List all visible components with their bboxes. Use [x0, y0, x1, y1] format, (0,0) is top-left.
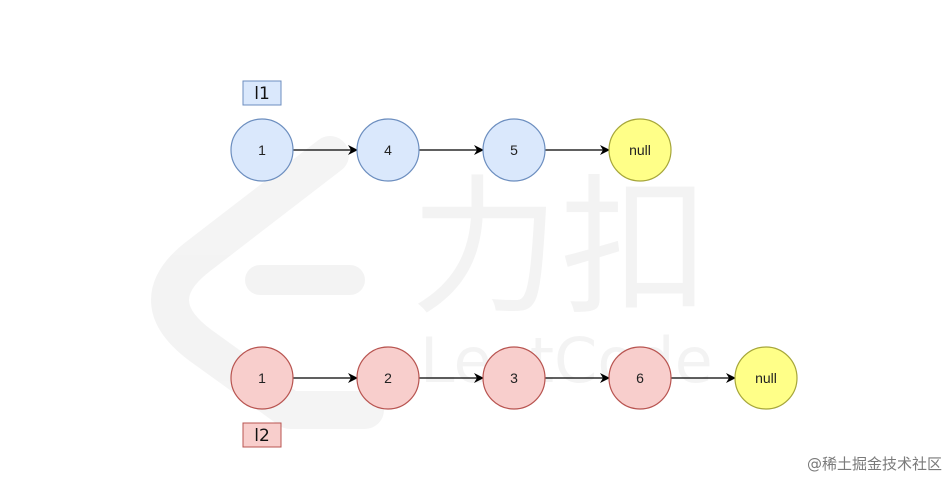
list1-node-3: null — [608, 118, 672, 182]
node-value: 4 — [384, 142, 392, 158]
edges-layer — [293, 145, 736, 383]
leetcode-logo-icon — [151, 136, 384, 429]
node-circle — [356, 118, 420, 182]
list2-node-2: 3 — [482, 346, 546, 410]
node-value: 3 — [510, 370, 518, 386]
list-label-box — [242, 422, 282, 448]
list-label-text: l1 — [254, 84, 270, 104]
node-value: null — [755, 370, 777, 386]
leetcode-watermark: 力扣 LeetCode — [151, 136, 713, 429]
list1-node-2: 5 — [482, 118, 546, 182]
nodes-layer: 1 4 5 null 1 2 3 6 null — [230, 118, 798, 410]
watermark-text: 力扣 — [410, 162, 710, 336]
node-circle — [230, 118, 294, 182]
node-value: null — [629, 142, 651, 158]
null-node-circle — [734, 346, 798, 410]
brand-caption: @稀土掘金技术社区 — [807, 455, 942, 473]
node-value: 2 — [384, 370, 392, 386]
node-value: 5 — [510, 142, 518, 158]
list-label-text: l2 — [254, 426, 270, 446]
node-circle — [230, 346, 294, 410]
list1-label: l1 — [242, 80, 282, 106]
node-circle — [356, 346, 420, 410]
node-value: 1 — [258, 142, 266, 158]
labels-layer: l1 l2 — [242, 80, 282, 448]
node-value: 1 — [258, 370, 266, 386]
list1-node-1: 4 — [356, 118, 420, 182]
list1-node-0: 1 — [230, 118, 294, 182]
node-circle — [608, 346, 672, 410]
list-label-box — [242, 80, 282, 106]
list2-node-4: null — [734, 346, 798, 410]
node-circle — [482, 346, 546, 410]
list2-node-0: 1 — [230, 346, 294, 410]
list2-node-3: 6 — [608, 346, 672, 410]
list2-node-1: 2 — [356, 346, 420, 410]
null-node-circle — [608, 118, 672, 182]
node-circle — [482, 118, 546, 182]
list2-label: l2 — [242, 422, 282, 448]
node-value: 6 — [636, 370, 644, 386]
